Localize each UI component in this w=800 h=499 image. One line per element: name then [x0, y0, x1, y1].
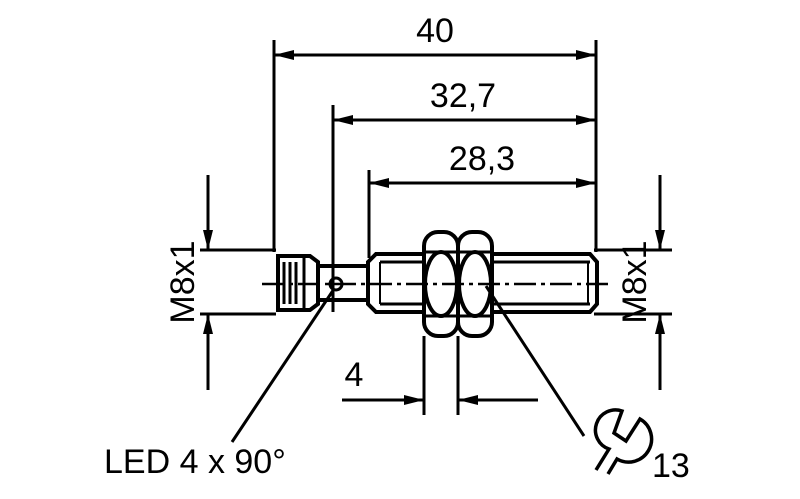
led-marker	[328, 276, 344, 292]
thread-label-left: M8x1	[164, 240, 202, 323]
hex-nuts	[422, 230, 494, 338]
dimension-32-7: 32,7	[430, 77, 496, 115]
dimension-4: 4	[345, 356, 364, 394]
sensor-body	[262, 230, 608, 338]
dimension-40: 40	[416, 12, 454, 50]
dimension-28-3: 28,3	[449, 140, 515, 178]
wrench-icon	[593, 408, 654, 475]
wrench-size-label: 13	[652, 447, 690, 485]
leader-lines	[230, 285, 586, 443]
thread-label-right: M8x1	[616, 240, 654, 323]
led-label: LED 4 x 90°	[104, 443, 286, 481]
dimension-lines	[203, 50, 665, 405]
